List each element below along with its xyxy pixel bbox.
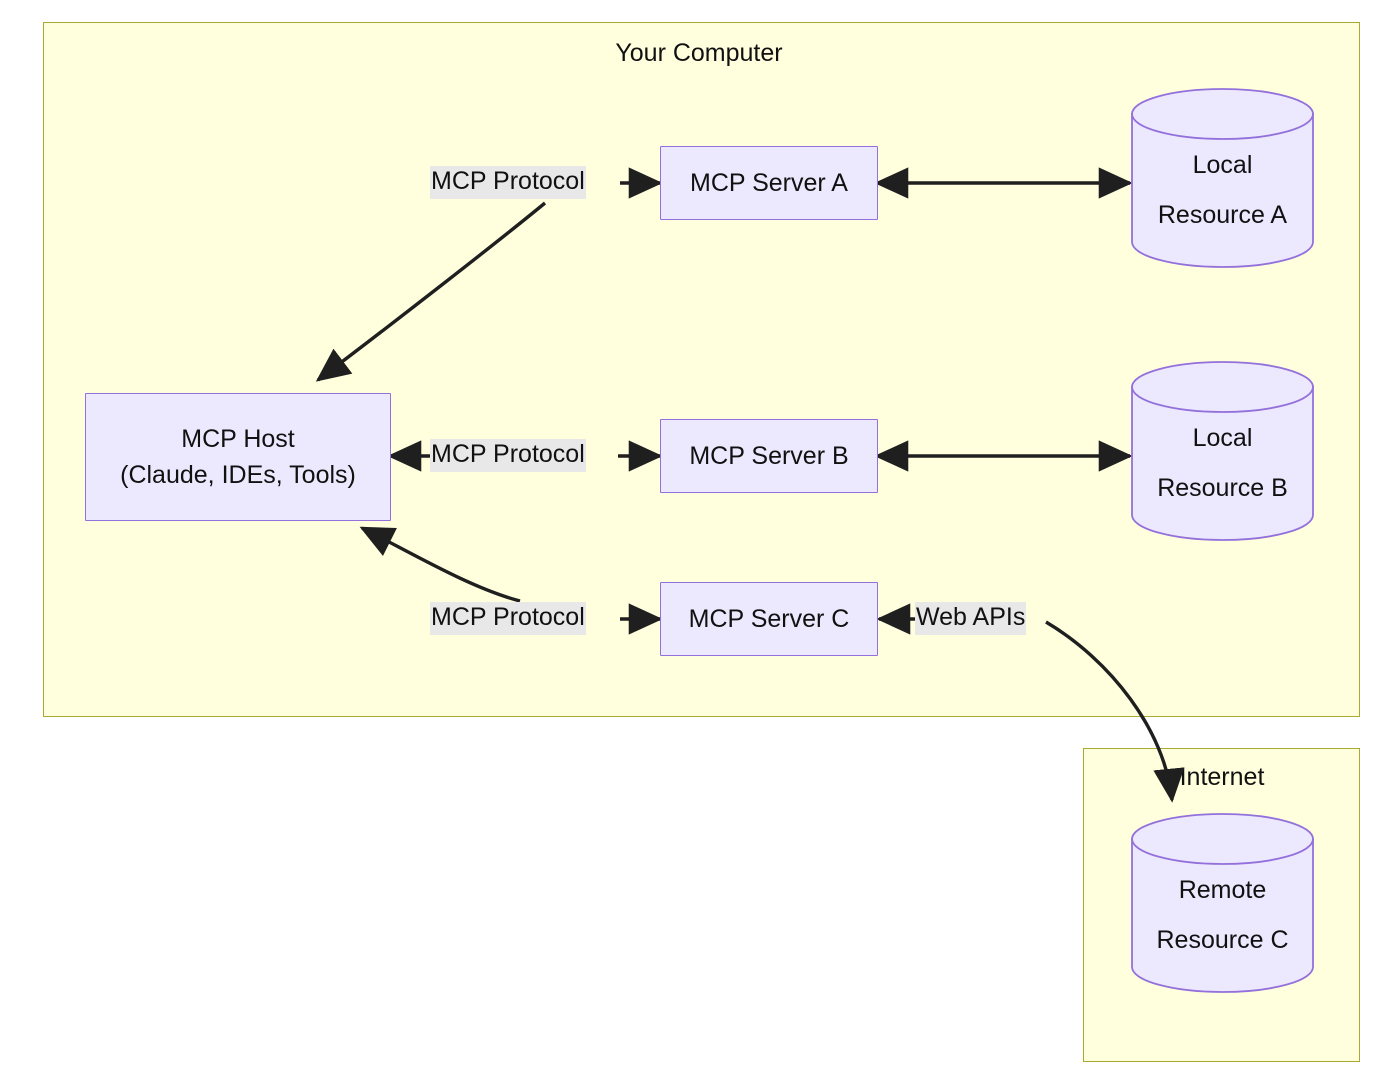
cylinder-shape-remote-c [1131,813,1314,993]
cylinder-shape-local-a [1131,88,1314,268]
edge-label-web-apis: Web APIs [915,602,1027,635]
cluster-your-computer-label: Your Computer [615,39,783,67]
edge-host-to-server-c-curve [359,526,521,603]
node-mcp-server-b[interactable]: MCP Server B [660,419,878,493]
node-mcp-server-c[interactable]: MCP Server C [660,582,878,656]
node-mcp-server-a-label: MCP Server A [690,168,848,197]
node-mcp-server-b-label: MCP Server B [689,441,849,470]
node-mcp-server-a[interactable]: MCP Server A [660,146,878,220]
edge-label-mcp-protocol-c: MCP Protocol [430,602,586,635]
cluster-internet-label: Internet [1179,763,1265,791]
node-mcp-host-line2: (Claude, IDEs, Tools) [120,461,356,489]
node-mcp-server-c-label: MCP Server C [688,604,850,633]
node-local-resource-b[interactable]: Local Resource B [1130,360,1315,542]
node-remote-resource-c[interactable]: Remote Resource C [1130,812,1315,994]
edge-label-mcp-protocol-b: MCP Protocol [430,439,586,472]
cylinder-shape-local-b [1131,361,1314,541]
node-mcp-host[interactable]: MCP Host (Claude, IDEs, Tools) [85,393,391,521]
edge-server-c-to-remote-c-curve [1045,620,1185,803]
edge-host-to-server-a-curve [315,201,547,382]
node-local-resource-a[interactable]: Local Resource A [1130,87,1315,269]
edge-label-mcp-protocol-a: MCP Protocol [430,166,586,199]
node-mcp-host-line1: MCP Host [181,424,295,453]
